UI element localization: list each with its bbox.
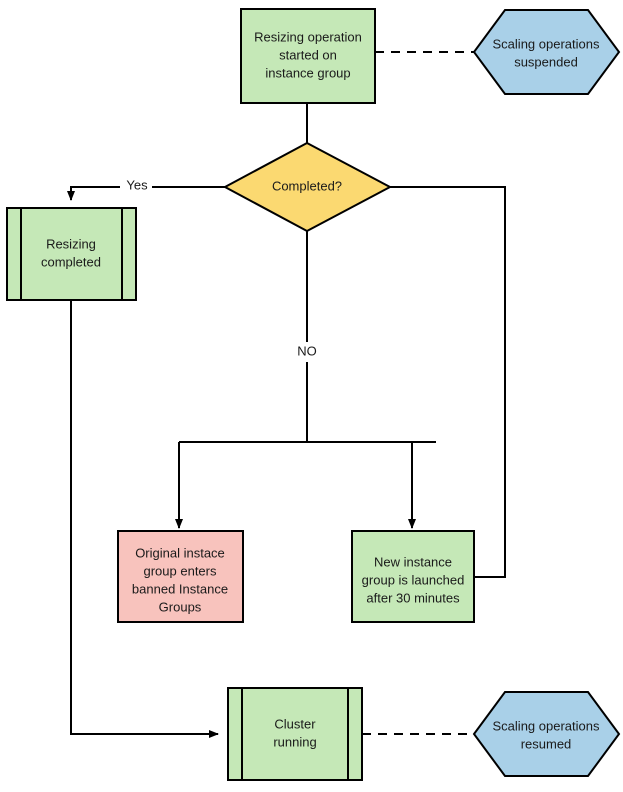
node-original-banned-line-1: Original instace: [135, 545, 225, 560]
no-label-backdrop: [289, 342, 325, 362]
node-scaling-suspended-shape: [472, 9, 621, 95]
node-scaling-resumed-line-2: resumed: [521, 736, 572, 751]
node-resizing-started-shape: [240, 8, 376, 104]
node-completed-decision-shape: [222, 141, 393, 233]
node-resizing-completed-shape: [6, 207, 137, 301]
node-original-banned-line-3: banned Instance: [132, 581, 228, 596]
node-resizing-started-line-3: instance group: [265, 65, 350, 80]
node-completed-decision[interactable]: Completed?: [222, 141, 393, 233]
node-new-group-launched-shape: [351, 530, 475, 623]
node-cluster-running-shape: [227, 687, 363, 781]
node-cluster-running-line-1: Cluster: [274, 716, 316, 731]
node-completed-decision-label: Completed?: [272, 178, 342, 193]
node-original-banned-line-2: group enters: [144, 563, 217, 578]
node-scaling-suspended-line-1: Scaling operations: [493, 36, 600, 51]
node-cluster-running[interactable]: Cluster running: [227, 687, 363, 781]
node-new-group-launched-line-3: after 30 minutes: [366, 590, 460, 605]
node-original-banned-shape: [117, 530, 244, 623]
node-original-banned-line-4: Groups: [159, 599, 202, 614]
node-scaling-resumed-shape: [472, 691, 621, 777]
node-scaling-suspended[interactable]: Scaling operations suspended: [472, 9, 621, 95]
edge-label-yes: Yes: [126, 177, 148, 192]
node-new-group-launched-line-1: New instance: [374, 554, 452, 569]
yes-label-backdrop: [120, 176, 152, 196]
node-original-banned[interactable]: Original instace group enters banned Ins…: [117, 530, 244, 623]
node-resizing-completed-line-1: Resizing: [46, 236, 96, 251]
node-resizing-started-line-2: started on: [279, 47, 337, 62]
edge-label-no: NO: [297, 343, 317, 358]
node-cluster-running-line-2: running: [273, 734, 316, 749]
node-new-group-launched-line-2: group is launched: [362, 572, 465, 587]
node-resizing-started[interactable]: Resizing operation started on instance g…: [240, 8, 376, 104]
node-resizing-completed-line-2: completed: [41, 254, 101, 269]
node-resizing-completed[interactable]: Resizing completed: [6, 207, 137, 301]
node-scaling-suspended-line-2: suspended: [514, 54, 578, 69]
edge-resizing-to-cluster: [70, 300, 219, 738]
node-scaling-resumed[interactable]: Scaling operations resumed: [472, 691, 621, 777]
node-resizing-started-line-1: Resizing operation: [254, 29, 362, 44]
edge-decision-yes: [67, 186, 225, 201]
edge-new-group-loopback: [339, 183, 506, 578]
node-new-group-launched[interactable]: New instance group is launched after 30 …: [351, 530, 475, 623]
node-scaling-resumed-line-1: Scaling operations: [493, 718, 600, 733]
